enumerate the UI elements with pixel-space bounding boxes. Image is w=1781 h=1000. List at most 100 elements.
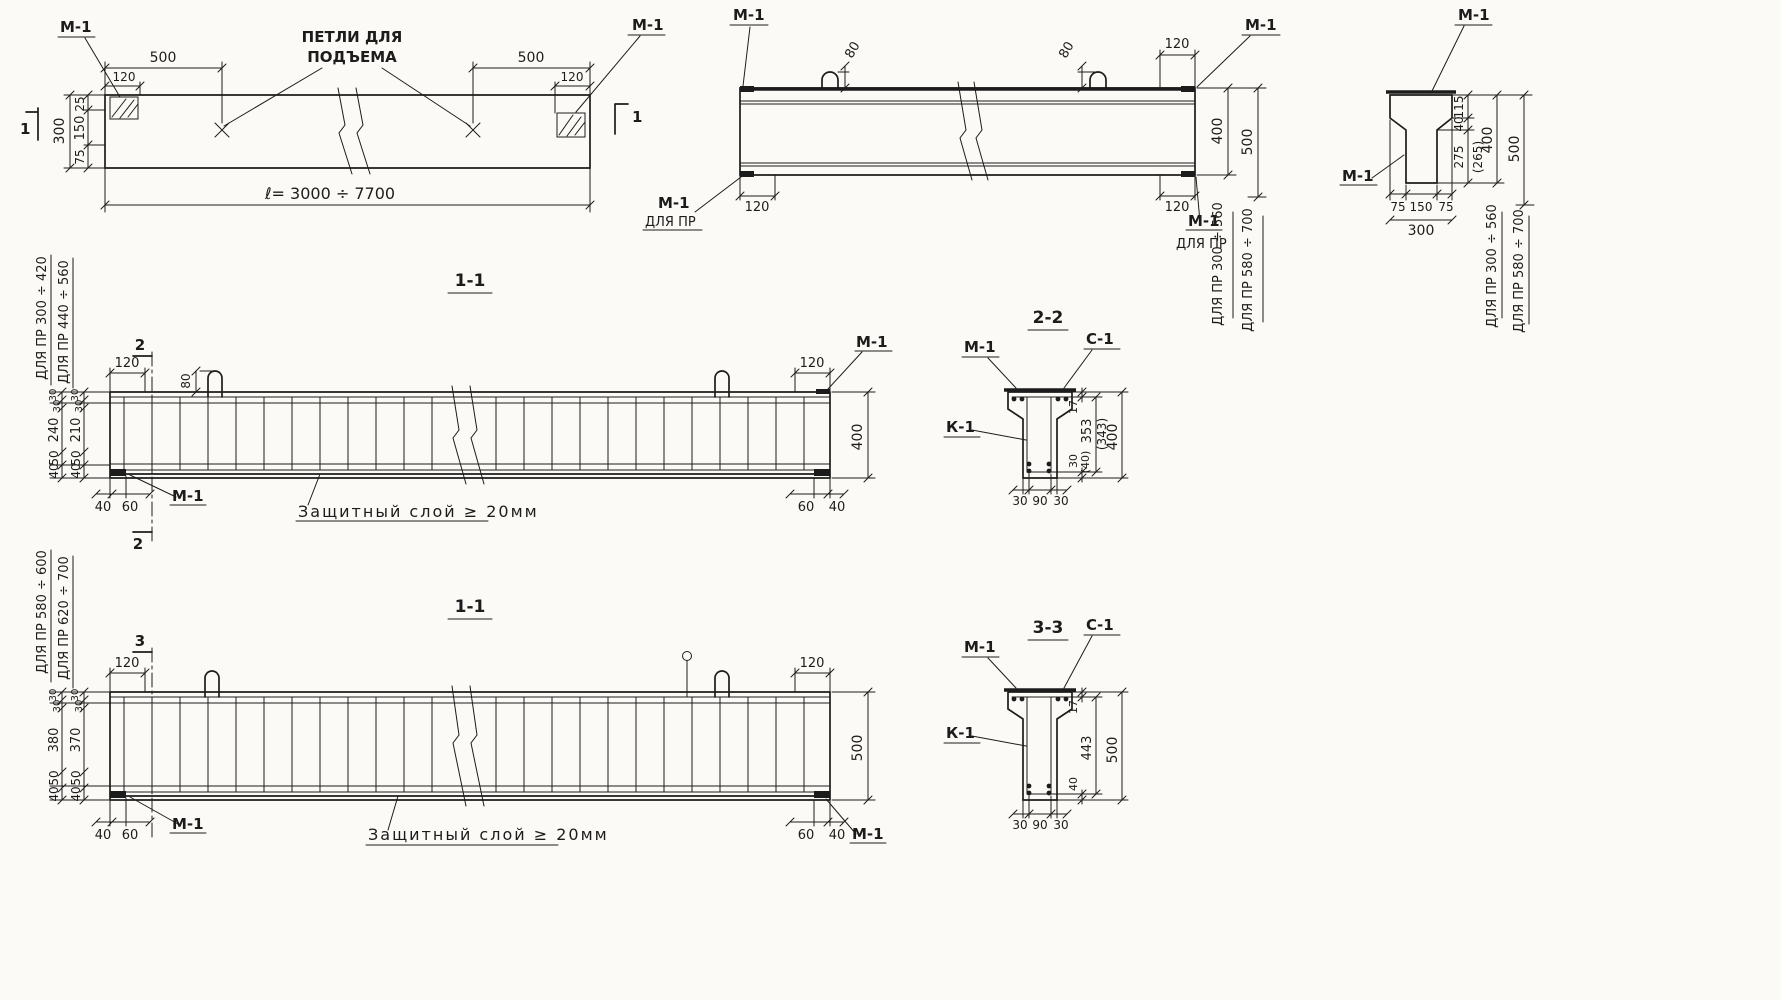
m1-plate-label: М-1 [632, 16, 664, 34]
dim-40: 40 [1452, 116, 1466, 131]
section-outline [1389, 94, 1453, 184]
k1-stirrup-label: К-1 [946, 418, 975, 436]
m1-plate-label: М-1 [1458, 6, 1490, 24]
dim-left: 40 [47, 463, 61, 478]
lifting-loop [204, 670, 730, 698]
rebar-dot [1019, 696, 1025, 702]
dim-30: 30 [1012, 818, 1027, 832]
end-section-view: М-1 М-1 115 40 275 (265) 400 500 ДЛЯ ПР … [1339, 6, 1535, 333]
range-note-inner: ДЛЯ ПР 620 ÷ 700 [57, 556, 72, 680]
dim-30: 30 [1053, 818, 1068, 832]
dim-lines [49, 254, 876, 499]
cut-label-1-left: 1 [20, 120, 30, 138]
dim-40-alt: (40) [1079, 451, 1092, 474]
longitudinal-bars [109, 696, 831, 793]
rebar-dot [1063, 696, 1069, 702]
dim-left: 30 [48, 389, 59, 402]
dim-80-loop: 80 [842, 39, 863, 61]
dim-343-alt: (343) [1095, 418, 1109, 450]
embed-plate-m1 [740, 171, 754, 177]
dim-left: 40 [47, 786, 61, 801]
section-1-1-bottom-view: 1-1 3 ДЛЯ ПР 580 ÷ 600 ДЛЯ ПР 620 ÷ 700 … [35, 549, 887, 846]
m1-plate-label: М-1 [964, 638, 996, 656]
dim-40: 40 [829, 500, 846, 515]
cut-label-2-bottom: 2 [133, 535, 143, 553]
dim-75-left: 75 [1390, 200, 1405, 214]
cut-label-3-top: 3 [135, 632, 145, 650]
cage-outline [109, 391, 831, 479]
leader-lines [129, 618, 887, 846]
dim-75: 75 [73, 149, 87, 164]
dim-overall-length: ℓ= 3000 ÷ 7700 [264, 184, 395, 203]
dim-60: 60 [798, 500, 815, 515]
dim-lines [49, 549, 876, 827]
lifting-loops-note: ПЕТЛИ ДЛЯ [302, 28, 403, 46]
rebar-dot [1046, 790, 1052, 796]
cut-label-2-top: 2 [135, 336, 145, 354]
dim-60: 60 [122, 828, 139, 843]
elevation-view: М-1 М-1 80 80 120 120 120 М-1 ДЛЯ ПР М-1… [642, 6, 1281, 332]
dim-120-left: 120 [115, 356, 140, 371]
section-outline [1007, 391, 1073, 479]
dim-115: 115 [1452, 96, 1466, 119]
dim-120-bottom-left: 120 [745, 200, 770, 215]
dim-150: 150 [73, 116, 88, 141]
dim-400-height: 400 [850, 424, 866, 451]
range-note-500: ДЛЯ ПР 580 ÷ 700 [1512, 209, 1527, 333]
embed-plate-m1 [814, 791, 830, 798]
dim-353: 353 [1080, 419, 1095, 444]
dim-left: 240 [47, 418, 62, 443]
dim-500-height: 500 [1507, 136, 1523, 163]
cover-layer-note: Защитный слой ≥ 20мм [368, 825, 609, 844]
longitudinal-bars [109, 396, 831, 471]
dim-17: 17 [1067, 400, 1080, 414]
range-note-inner: ДЛЯ ПР 440 ÷ 560 [57, 260, 72, 384]
dim-443: 443 [1080, 736, 1095, 761]
dim-left: 210 [69, 418, 84, 443]
section-3-3-view: 3-3 М-1 С-1 К-1 17 443 500 40 30 90 30 [943, 616, 1129, 832]
range-note-outer: ДЛЯ ПР 300 ÷ 420 [35, 256, 50, 380]
m1-plate-label: М-1 [658, 194, 690, 212]
rebar-dot [1011, 696, 1017, 702]
leader-lines [642, 24, 1281, 231]
rebar-dot [1046, 783, 1052, 789]
m1-plate-label: М-1 [852, 825, 884, 843]
m1-plate-label: М-1 [1188, 212, 1220, 230]
dim-500-right: 500 [518, 50, 545, 66]
dim-25: 25 [73, 96, 87, 111]
m1-plate-label: М-1 [1245, 16, 1277, 34]
cut-label-1-right: 1 [632, 108, 642, 126]
dim-120-top-right: 120 [1165, 37, 1190, 52]
dim-40: 40 [829, 828, 846, 843]
embed-plate-m1 [816, 389, 830, 394]
cover-layer-note: Защитный слой ≥ 20мм [298, 502, 539, 521]
c1-mesh-label: С-1 [1086, 330, 1114, 348]
flange-lines-and-break [739, 81, 1196, 181]
dim-90: 90 [1032, 494, 1047, 508]
m1-plate-label: М-1 [60, 18, 92, 36]
m1-plate-sublabel: ДЛЯ ПР [1176, 237, 1227, 252]
break-lines [451, 660, 688, 807]
rebar-dot [1046, 461, 1052, 467]
dim-300: 300 [52, 118, 68, 145]
rebar-dot [1055, 696, 1061, 702]
range-note-400: ДЛЯ ПР 300 ÷ 560 [1211, 202, 1226, 326]
section-outline [1007, 691, 1073, 801]
dim-left: 370 [69, 728, 84, 753]
rebar-dot [1026, 790, 1032, 796]
dim-lines [63, 61, 595, 213]
section-title: 3-3 [1033, 618, 1064, 638]
dim-300-width: 300 [1408, 223, 1435, 239]
section-title: 1-1 [455, 597, 486, 617]
range-note-400: ДЛЯ ПР 300 ÷ 560 [1485, 204, 1500, 328]
range-note-outer: ДЛЯ ПР 580 ÷ 600 [35, 550, 50, 674]
rebar-dot [1026, 461, 1032, 467]
leader-lines [943, 329, 1121, 441]
embed-plate-m1 [1181, 86, 1195, 92]
dim-120-right: 120 [561, 70, 584, 84]
rebar-dot [1046, 468, 1052, 474]
section-cut-marks [25, 103, 629, 141]
dim-40: 40 [1067, 777, 1080, 791]
dim-120-left: 120 [113, 70, 136, 84]
